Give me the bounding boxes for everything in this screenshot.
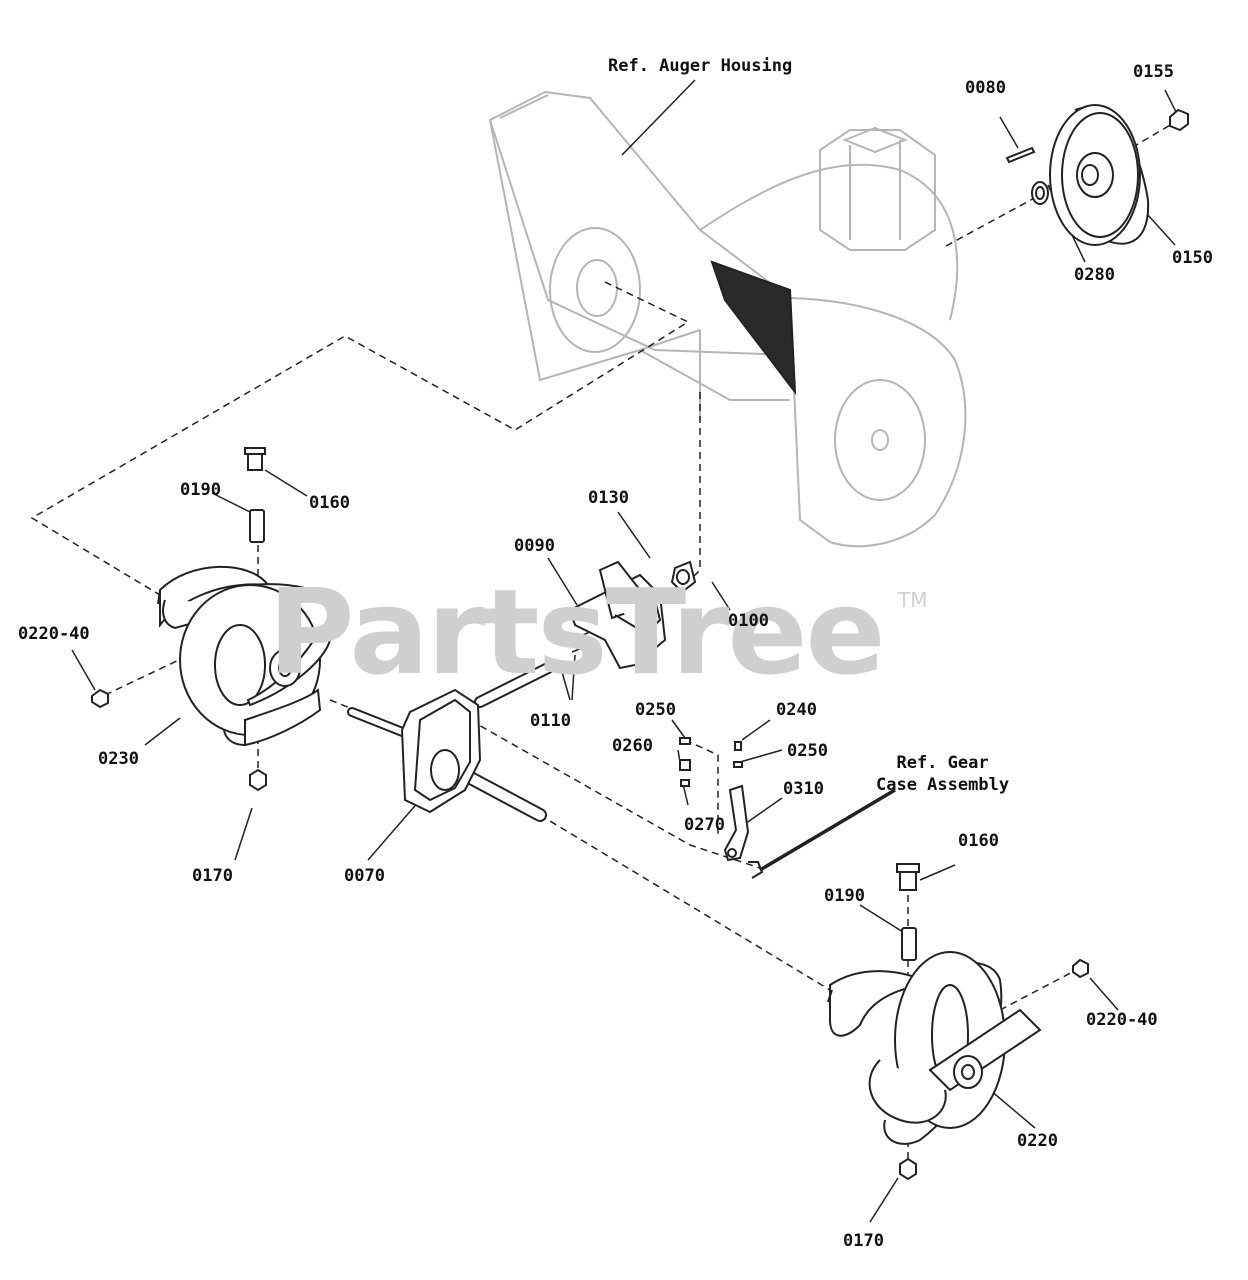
part-0190-right-label[interactable]: 0190	[824, 886, 865, 906]
part-0310-label[interactable]: 0310	[783, 779, 824, 799]
part-0220-40-right-label[interactable]: 0220-40	[1086, 1010, 1158, 1030]
part-0270-label[interactable]: 0270	[684, 815, 725, 835]
pulley-assembly	[1005, 104, 1189, 246]
part-0110-label[interactable]: 0110	[530, 711, 571, 731]
partstree-watermark: PartsTree	[268, 563, 886, 701]
part-0230-label[interactable]: 0230	[98, 749, 139, 769]
part-0155-label[interactable]: 0155	[1133, 62, 1174, 82]
part-0090-label[interactable]: 0090	[514, 536, 555, 556]
part-0220-40-left-label[interactable]: 0220-40	[18, 624, 90, 644]
part-0220-label[interactable]: 0220	[1017, 1131, 1058, 1151]
part-0070-label[interactable]: 0070	[344, 866, 385, 886]
ref-gear-case-line1: Ref. Gear	[896, 753, 989, 773]
bracket-drawing	[568, 560, 697, 670]
part-0170-right-label[interactable]: 0170	[843, 1231, 884, 1251]
ref-gear-case-line2: Case Assembly	[876, 775, 1010, 795]
left-hardware	[91, 447, 267, 792]
right-auger-drawing	[827, 951, 1042, 1145]
part-0130-label[interactable]: 0130	[588, 488, 629, 508]
part-0100-label[interactable]: 0100	[728, 611, 769, 631]
gear-arm-drawing	[679, 737, 764, 879]
part-0190-left-label[interactable]: 0190	[180, 480, 221, 500]
right-hardware	[896, 863, 1089, 1181]
leader-lines	[71, 79, 1177, 1223]
auger-housing-drawing	[488, 90, 967, 548]
part-0150-label[interactable]: 0150	[1172, 248, 1213, 268]
ref-gear-case-label: Ref. Gear Case Assembly	[876, 752, 1009, 796]
part-0260-label[interactable]: 0260	[612, 736, 653, 756]
part-0240-label[interactable]: 0240	[776, 700, 817, 720]
housing-throat-hatching	[710, 260, 797, 396]
part-0080-label[interactable]: 0080	[965, 78, 1006, 98]
trademark-symbol: TM	[898, 588, 928, 612]
part-0250-a-label[interactable]: 0250	[635, 700, 676, 720]
gear-case-drawing	[347, 662, 554, 822]
ref-auger-housing-label: Ref. Auger Housing	[608, 56, 793, 76]
part-0160-right-label[interactable]: 0160	[958, 831, 999, 851]
part-0250-b-label[interactable]: 0250	[787, 741, 828, 761]
part-0280-label[interactable]: 0280	[1074, 265, 1115, 285]
part-0160-left-label[interactable]: 0160	[309, 493, 350, 513]
left-auger-drawing	[157, 565, 342, 747]
part-0170-left-label[interactable]: 0170	[192, 866, 233, 886]
